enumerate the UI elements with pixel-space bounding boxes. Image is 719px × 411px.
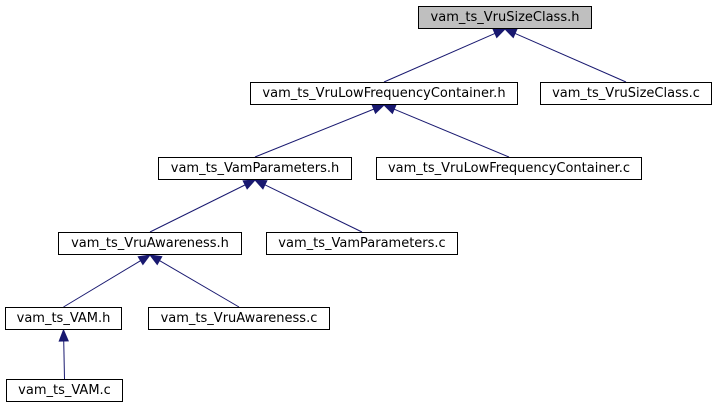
node-vam-parameters-h[interactable]: vam_ts_VamParameters.h xyxy=(158,157,352,180)
node-vam-c[interactable]: vam_ts_VAM.c xyxy=(6,379,123,402)
node-label: vam_ts_VAM.h xyxy=(16,311,111,326)
node-vru-low-frequency-container-h[interactable]: vam_ts_VruLowFrequencyContainer.h xyxy=(250,82,518,105)
node-label: vam_ts_VamParameters.h xyxy=(170,161,340,176)
edge-line xyxy=(149,184,246,233)
edge-arrowhead xyxy=(148,254,163,266)
edge-arrowhead xyxy=(253,179,268,190)
node-label: vam_ts_VamParameters.c xyxy=(278,236,446,251)
dependency-edge xyxy=(149,179,257,233)
edge-line xyxy=(63,260,141,308)
dependency-edge xyxy=(63,254,152,308)
node-label: vam_ts_VruAwareness.h xyxy=(71,236,229,251)
node-vam-parameters-c[interactable]: vam_ts_VamParameters.c xyxy=(266,232,458,255)
node-label: vam_ts_VruSizeClass.h xyxy=(430,10,580,25)
node-label: vam_ts_VruLowFrequencyContainer.c xyxy=(387,161,631,176)
dependency-edge xyxy=(383,28,507,83)
node-label: vam_ts_VruAwareness.c xyxy=(160,311,318,326)
edge-arrowhead xyxy=(382,104,397,115)
dependency-edge xyxy=(58,328,69,380)
edge-arrowhead xyxy=(503,28,518,39)
edge-line xyxy=(159,260,240,308)
edge-arrowhead xyxy=(242,179,257,190)
edge-arrowhead xyxy=(371,104,386,115)
node-vru-size-class-c[interactable]: vam_ts_VruSizeClass.c xyxy=(540,82,712,105)
edge-arrowhead xyxy=(492,28,507,39)
node-vru-low-frequency-container-c[interactable]: vam_ts_VruLowFrequencyContainer.c xyxy=(376,157,642,180)
node-vam-h[interactable]: vam_ts_VAM.h xyxy=(5,307,122,330)
dependency-edge xyxy=(148,254,240,308)
node-vru-size-class-h: vam_ts_VruSizeClass.h xyxy=(418,6,592,29)
edge-line xyxy=(264,184,363,233)
dependency-edge xyxy=(503,28,627,83)
edge-line xyxy=(63,340,65,380)
edge-line xyxy=(254,108,374,158)
dependency-edge xyxy=(253,179,363,233)
edge-line xyxy=(383,32,496,83)
node-vru-awareness-h[interactable]: vam_ts_VruAwareness.h xyxy=(58,232,242,255)
node-label: vam_ts_VruLowFrequencyContainer.h xyxy=(262,86,506,101)
dependency-edge xyxy=(382,104,510,158)
dependency-edge xyxy=(254,104,386,158)
edge-line xyxy=(393,108,510,158)
edge-line xyxy=(514,32,627,83)
edge-arrowhead xyxy=(137,254,152,266)
node-label: vam_ts_VruSizeClass.c xyxy=(552,86,700,101)
node-label: vam_ts_VAM.c xyxy=(18,383,111,398)
edge-arrowhead xyxy=(58,328,69,342)
node-vru-awareness-c[interactable]: vam_ts_VruAwareness.c xyxy=(148,307,330,330)
